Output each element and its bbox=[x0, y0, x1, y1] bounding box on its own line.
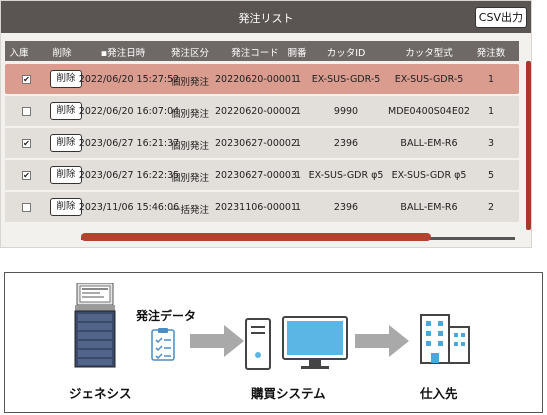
checklist-icon bbox=[151, 328, 175, 361]
cell-date: 2023/11/06 15:46:06 bbox=[78, 202, 180, 213]
cell-code: 20230627-00003 bbox=[214, 170, 298, 181]
cell-code: 20220620-00002 bbox=[214, 106, 298, 117]
cell-number: 1 bbox=[294, 170, 302, 181]
delete-button[interactable]: 削除 bbox=[50, 166, 82, 184]
flow-label: 発注データ bbox=[136, 309, 197, 323]
desktop-pc-icon bbox=[245, 316, 348, 370]
cell-code: 20220620-00001 bbox=[214, 74, 298, 85]
cell-code: 20231106-00001 bbox=[214, 202, 298, 213]
order-list-window: 発注リスト CSV出力 入庫 削除 ▪発注日時 発注区分 発注コード 胴番 カッ… bbox=[0, 0, 532, 248]
order-flow-diagram: 発注データ bbox=[4, 272, 543, 413]
cell-type: 一括発注 bbox=[170, 205, 210, 216]
col-header-model[interactable]: カッタ型式 bbox=[405, 48, 453, 59]
cell-date: 2022/06/20 15:27:52 bbox=[78, 74, 180, 85]
col-header-date[interactable]: ▪発注日時 bbox=[100, 48, 146, 59]
col-header-code[interactable]: 発注コード bbox=[231, 48, 279, 59]
cell-type: 個別発注 bbox=[170, 109, 210, 120]
cabinet-icon bbox=[74, 283, 116, 368]
delete-button[interactable]: 削除 bbox=[50, 134, 82, 152]
cell-date: 2023/06/27 16:21:37 bbox=[78, 138, 180, 149]
building-icon bbox=[420, 314, 470, 364]
cell-cutter-id: EX-SUS-GDR φ5 bbox=[308, 170, 384, 181]
row-checkbox[interactable]: ✔ bbox=[22, 139, 31, 148]
row-checkbox[interactable] bbox=[22, 107, 31, 116]
cell-qty: 5 bbox=[487, 170, 495, 181]
delete-button[interactable]: 削除 bbox=[50, 70, 82, 88]
cell-qty: 2 bbox=[487, 202, 495, 213]
cell-model: MDE0400S04E02 bbox=[388, 106, 470, 117]
cell-qty: 3 bbox=[487, 138, 495, 149]
col-header-cutter-id[interactable]: カッタID bbox=[326, 48, 366, 59]
col-header-delete[interactable]: 削除 bbox=[52, 48, 72, 59]
col-header-type[interactable]: 発注区分 bbox=[170, 48, 210, 59]
cell-number: 1 bbox=[294, 202, 302, 213]
horizontal-scrollbar-thumb[interactable] bbox=[81, 233, 431, 241]
cell-model: BALL-EM-R6 bbox=[400, 138, 458, 149]
cell-number: 1 bbox=[294, 138, 302, 149]
table-row[interactable]: 削除 2022/06/20 16:07:04 個別発注 20220620-000… bbox=[5, 96, 519, 126]
arrow-right-icon bbox=[355, 325, 409, 357]
window-title: 発注リスト bbox=[238, 12, 294, 25]
arrow-right-icon bbox=[190, 325, 244, 357]
cell-type: 個別発注 bbox=[170, 141, 210, 152]
col-header-received[interactable]: 入庫 bbox=[9, 48, 29, 59]
table-header: 入庫 削除 ▪発注日時 発注区分 発注コード 胴番 カッタID カッタ型式 発注… bbox=[5, 41, 519, 61]
delete-button[interactable]: 削除 bbox=[50, 102, 82, 120]
row-checkbox[interactable] bbox=[22, 203, 31, 212]
caption-system: 購買システム bbox=[251, 386, 326, 401]
delete-button[interactable]: 削除 bbox=[50, 198, 82, 216]
row-checkbox[interactable]: ✔ bbox=[22, 75, 31, 84]
cell-cutter-id: 2396 bbox=[333, 138, 359, 149]
caption-source: ジェネシス bbox=[69, 386, 132, 401]
cell-cutter-id: 2396 bbox=[333, 202, 359, 213]
cell-number: 1 bbox=[294, 74, 302, 85]
cell-model: BALL-EM-R6 bbox=[400, 202, 458, 213]
cell-date: 2023/06/27 16:22:35 bbox=[78, 170, 180, 181]
col-header-qty[interactable]: 発注数 bbox=[476, 48, 506, 59]
cell-number: 1 bbox=[294, 106, 302, 117]
row-checkbox[interactable]: ✔ bbox=[22, 171, 31, 180]
col-header-number[interactable]: 胴番 bbox=[287, 48, 307, 59]
table-row[interactable]: 削除 2023/11/06 15:46:06 一括発注 20231106-000… bbox=[5, 192, 519, 222]
cell-qty: 1 bbox=[487, 74, 495, 85]
cell-date: 2022/06/20 16:07:04 bbox=[78, 106, 180, 117]
cell-code: 20230627-00002 bbox=[214, 138, 298, 149]
csv-export-button[interactable]: CSV出力 bbox=[474, 7, 527, 28]
caption-destination: 仕入先 bbox=[420, 386, 458, 401]
cell-model: EX-SUS-GDR-5 bbox=[394, 74, 464, 85]
cell-type: 個別発注 bbox=[170, 173, 210, 184]
cell-cutter-id: 9990 bbox=[333, 106, 359, 117]
cell-cutter-id: EX-SUS-GDR-5 bbox=[311, 74, 381, 85]
table-row[interactable]: ✔ 削除 2023/06/27 16:21:37 個別発注 20230627-0… bbox=[5, 128, 519, 158]
cell-type: 個別発注 bbox=[170, 77, 210, 88]
cell-model: EX-SUS-GDR φ5 bbox=[391, 170, 467, 181]
title-bar: 発注リスト CSV出力 bbox=[1, 1, 531, 33]
table-row[interactable]: ✔ 削除 2023/06/27 16:22:35 個別発注 20230627-0… bbox=[5, 160, 519, 190]
cell-qty: 1 bbox=[487, 106, 495, 117]
vertical-scrollbar-thumb[interactable] bbox=[526, 61, 531, 230]
table-row[interactable]: ✔ 削除 2022/06/20 15:27:52 個別発注 20220620-0… bbox=[5, 64, 519, 94]
